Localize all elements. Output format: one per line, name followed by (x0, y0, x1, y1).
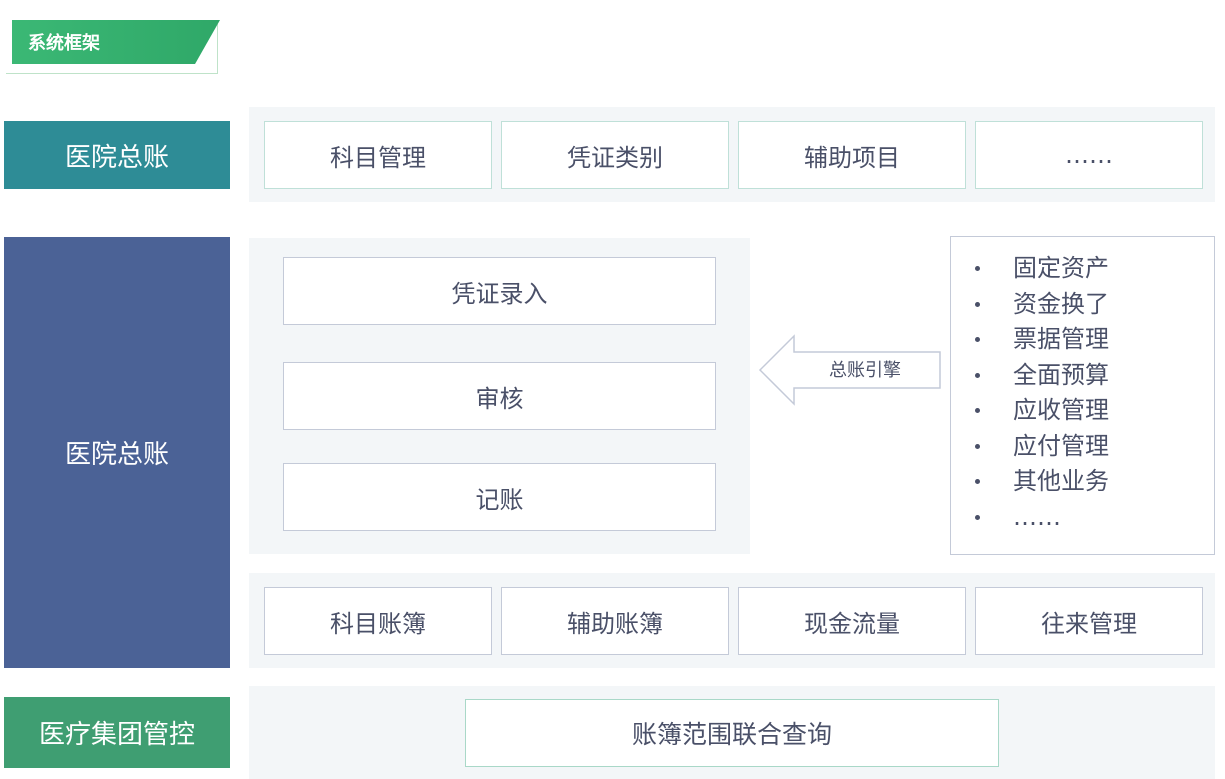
box-voucher-entry: 凭证录入 (283, 257, 716, 325)
bullet-icon (975, 372, 980, 378)
box-auxiliary-items: 辅助项目 (738, 121, 966, 189)
business-module-item: 资金换了 (971, 287, 1214, 323)
box-receivables-payables: 往来管理 (975, 587, 1203, 655)
bullet-icon (975, 408, 980, 413)
bullet-icon (975, 479, 980, 484)
bullet-icon (975, 301, 980, 307)
box-auxiliary-books: 辅助账簿 (501, 587, 729, 655)
section-tag-outline (6, 24, 218, 74)
category-group-control: 医疗集团管控 (4, 697, 230, 768)
box-more-settings: …… (975, 121, 1203, 189)
business-module-label: 其他业务 (1013, 467, 1109, 495)
box-account-management: 科目管理 (264, 121, 492, 189)
business-module-label: 票据管理 (1013, 325, 1109, 353)
box-cash-flow: 现金流量 (738, 587, 966, 655)
business-module-item: 应付管理 (971, 429, 1214, 465)
business-module-label: 应付管理 (1013, 431, 1109, 460)
business-module-item: 固定资产 (971, 251, 1214, 287)
business-module-item: 应收管理 (971, 393, 1214, 429)
business-module-item: 全面预算 (971, 358, 1214, 394)
business-module-item: …… (971, 500, 1214, 536)
section-tag: 系统框架 (0, 8, 230, 74)
box-joint-query: 账簿范围联合查询 (465, 699, 999, 767)
box-account-books: 科目账簿 (264, 587, 492, 655)
bullet-icon (975, 266, 980, 271)
business-module-label: 应收管理 (1013, 396, 1109, 424)
engine-arrow-icon (758, 334, 941, 406)
category-general-ledger-top: 医院总账 (4, 121, 230, 189)
business-module-label: 固定资产 (1013, 254, 1109, 282)
business-modules-list: 固定资产资金换了票据管理全面预算应收管理应付管理其他业务 …… (951, 237, 1214, 535)
category-general-ledger-main: 医院总账 (4, 237, 230, 668)
engine-label: 总账引擎 (829, 360, 901, 381)
bullet-icon (975, 443, 980, 449)
business-module-item: 票据管理 (971, 322, 1214, 358)
business-modules-box: 固定资产资金换了票据管理全面预算应收管理应付管理其他业务 …… (950, 236, 1215, 555)
business-module-label: …… (1013, 502, 1061, 531)
business-module-label: 资金换了 (1013, 289, 1109, 318)
box-review: 审核 (283, 362, 716, 430)
bullet-icon (975, 337, 980, 342)
business-module-item: 其他业务 (971, 464, 1214, 500)
box-posting: 记账 (283, 463, 716, 531)
section-tag-title: 系统框架 (12, 20, 220, 64)
business-module-label: 全面预算 (1013, 360, 1109, 389)
bullet-icon (975, 514, 980, 520)
box-voucher-type: 凭证类别 (501, 121, 729, 189)
